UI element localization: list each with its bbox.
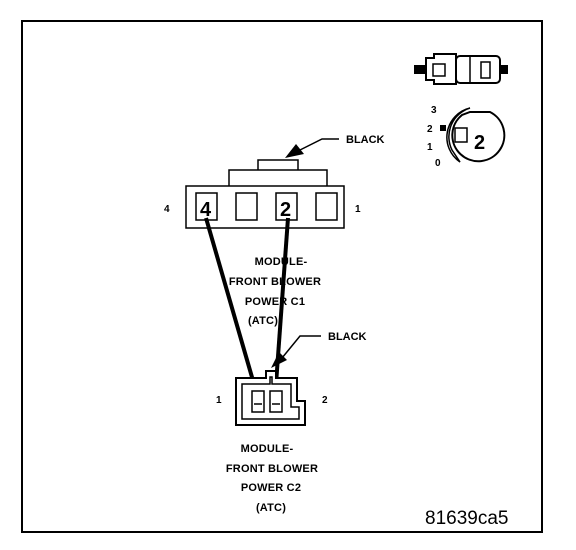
c1-color-label: BLACK [346, 134, 385, 146]
connector-c1: 4 2 4 1 [164, 159, 361, 229]
c2-caption-line-4: (ATC) [256, 502, 286, 514]
cavity-number-1: 1 [427, 142, 433, 153]
c2-caption-line-1: MODULE- [241, 443, 294, 455]
c1-pin-right-label: 1 [355, 204, 361, 215]
diagram-frame [21, 20, 543, 533]
c2-color-callout: BLACK [271, 331, 367, 368]
c1-caption: MODULE- FRONT BLOWER POWER C1 (ATC) [229, 256, 321, 327]
c1-caption-line-4: (ATC) [248, 315, 278, 327]
c1-caption-line-3: POWER C1 [245, 296, 305, 308]
terminal-connector-icon [414, 53, 508, 85]
c2-pin-right-label: 2 [322, 395, 328, 406]
c2-caption-line-2: FRONT BLOWER [226, 463, 318, 475]
cavity-number-3: 3 [431, 105, 437, 116]
c2-caption: MODULE- FRONT BLOWER POWER C2 (ATC) [226, 443, 318, 514]
c1-caption-line-1: MODULE- [255, 256, 308, 268]
c2-pin-left-label: 1 [216, 395, 222, 406]
cavity-key-icon: 3 2 1 0 2 [427, 105, 506, 169]
c1-color-callout: BLACK [285, 134, 385, 158]
c1-pin-left-label: 4 [164, 204, 170, 215]
reference-id: 81639ca5 [425, 508, 508, 529]
cavity-marker-icon [440, 125, 446, 131]
c2-caption-line-3: POWER C2 [241, 482, 301, 494]
cavity-key-label: 2 [474, 132, 485, 154]
wire-c1-4-to-c2-1 [204, 217, 260, 399]
connector-c2: 1 2 [216, 370, 328, 426]
c1-cavity-2-label: 2 [280, 199, 291, 221]
c2-color-label: BLACK [328, 331, 367, 343]
c1-cavity-4-label: 4 [200, 199, 212, 221]
c1-caption-line-2: FRONT BLOWER [229, 276, 321, 288]
cavity-number-2: 2 [427, 124, 433, 135]
cavity-number-0: 0 [435, 158, 441, 169]
wire-c1-2-to-c2-2 [273, 217, 290, 399]
